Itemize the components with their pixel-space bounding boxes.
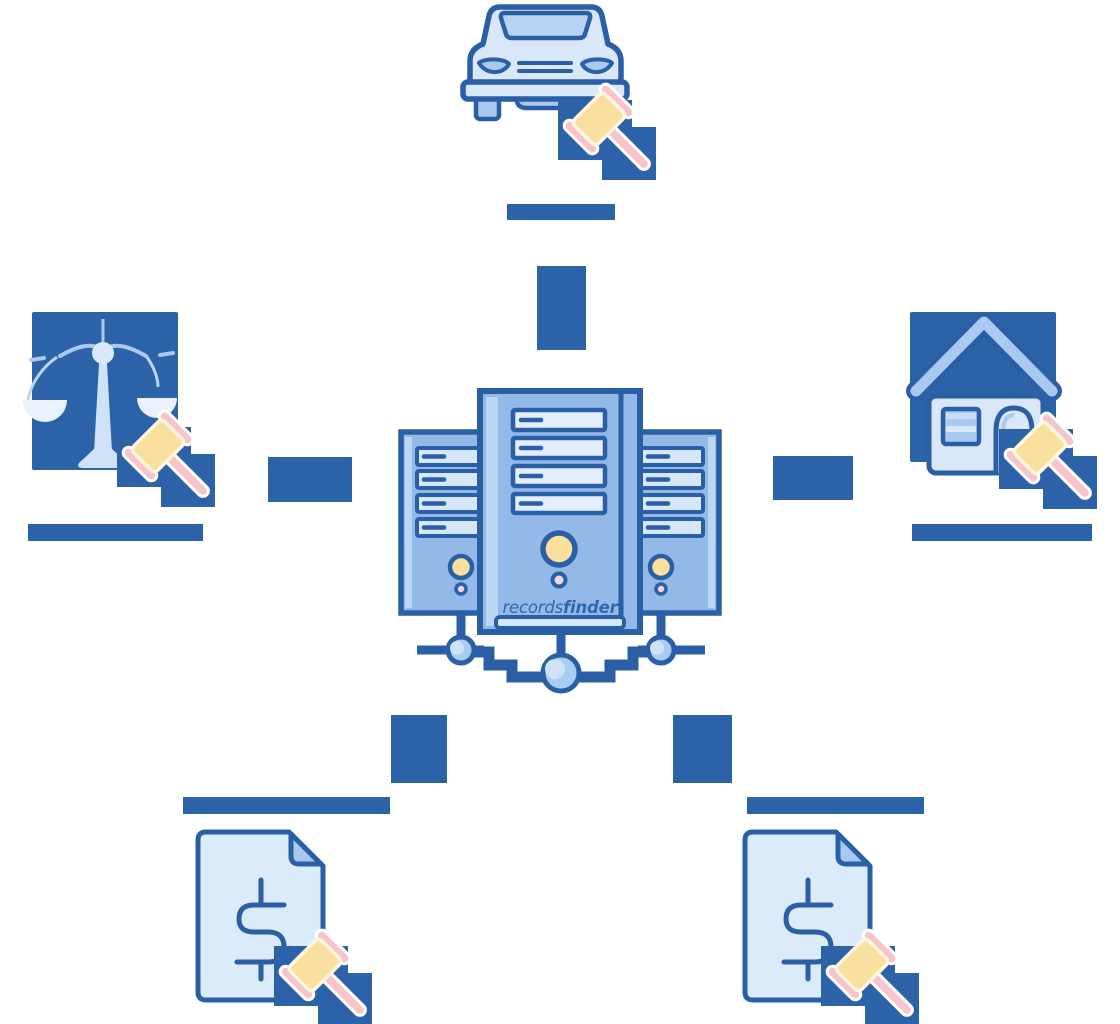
- connector-top: [537, 266, 586, 350]
- server-tower-right: [634, 429, 722, 616]
- label-bar-right: [912, 524, 1092, 541]
- bumper: [460, 79, 630, 102]
- scale-pan-left: [23, 400, 67, 422]
- connectors: [268, 266, 853, 783]
- label-bar-top: [507, 204, 615, 220]
- server-tower-left: [398, 429, 486, 616]
- scales-icon: [23, 319, 177, 468]
- label-bar-bottom-right: [747, 797, 924, 814]
- brand-wordmark: recordsfinder: [502, 598, 618, 617]
- network-nodes: [445, 634, 677, 694]
- windshield: [498, 10, 593, 41]
- label-bar-left: [28, 524, 203, 541]
- headlight-left: [477, 57, 511, 75]
- dollar-document-gavel-icon-right: [745, 832, 933, 1024]
- scales-gavel-icon: [23, 312, 231, 519]
- label-bars: [28, 204, 1092, 814]
- scale-base: [78, 448, 128, 468]
- car-gavel-icon: [460, 4, 672, 192]
- car-icon: [460, 4, 630, 122]
- headlight-right: [580, 57, 614, 75]
- connector-bottom-left: [391, 715, 447, 783]
- dollar-document-gavel-icon-left: [198, 832, 386, 1024]
- connector-left: [268, 457, 352, 502]
- server-rack-icon: recordsfinder: [398, 388, 722, 694]
- server-tower-center: recordsfinder: [477, 388, 643, 635]
- connector-bottom-right: [673, 715, 732, 783]
- house-gavel-icon: [906, 312, 1113, 521]
- connector-right: [773, 456, 853, 500]
- grille: [517, 61, 573, 73]
- label-bar-bottom-left: [183, 797, 390, 814]
